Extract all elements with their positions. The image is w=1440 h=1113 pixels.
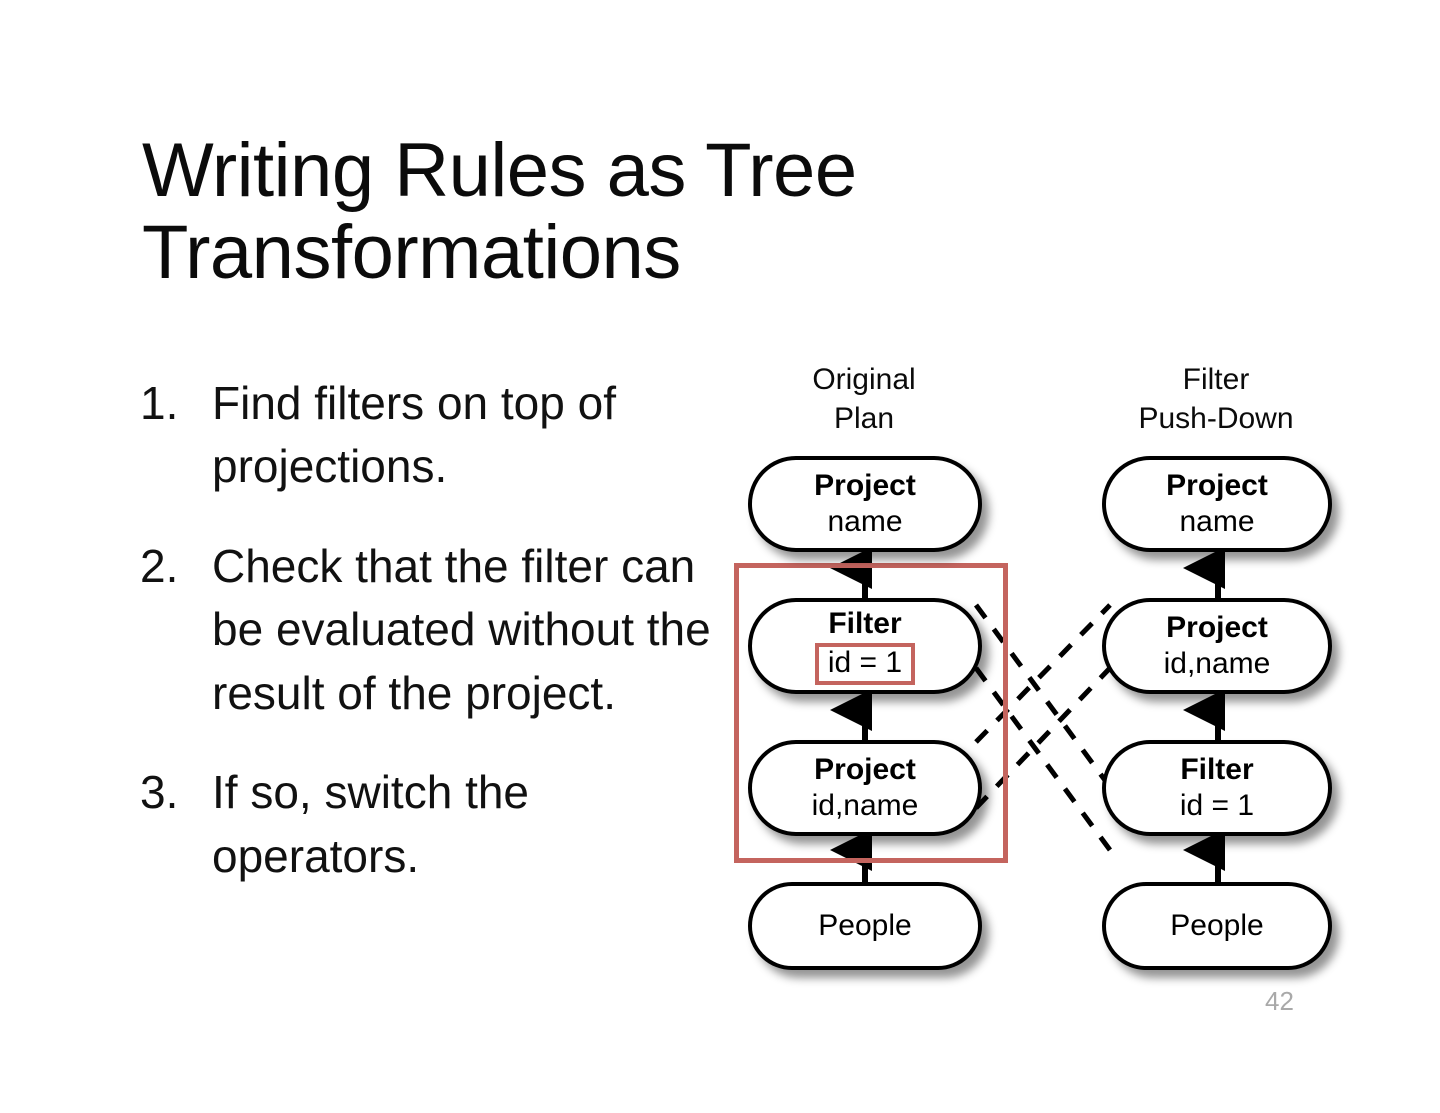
caption-line-1: Filter: [1182, 363, 1250, 396]
rule-mapping-edges: [973, 603, 1113, 852]
node-right-project-id-name[interactable]: Project id,name: [1102, 598, 1332, 694]
list-item: 2. Check that the filter can be evaluate…: [140, 535, 730, 725]
node-right-project-name[interactable]: Project name: [1102, 456, 1332, 552]
node-left-project-id-name[interactable]: Project id,name: [748, 740, 982, 836]
column-caption-original-plan: Original Plan: [744, 360, 984, 438]
caption-line-2: Push-Down: [1138, 402, 1294, 435]
node-title: Project: [1166, 611, 1268, 645]
node-left-filter[interactable]: Filter id = 1: [748, 598, 982, 694]
page-number: 42: [1265, 986, 1294, 1016]
list-item-text: Find filters on top of projections.: [212, 377, 616, 493]
node-subtitle: id,name: [811, 789, 919, 822]
node-title: Project: [1166, 469, 1268, 503]
node-title: Filter: [828, 606, 902, 640]
list-item-text: Check that the filter can be evaluated w…: [212, 539, 711, 719]
node-right-filter[interactable]: Filter id = 1: [1102, 740, 1332, 836]
node-subtitle-highlighted: id = 1: [814, 643, 916, 686]
caption-line-1: Original: [812, 363, 916, 396]
node-left-people[interactable]: People: [748, 882, 982, 970]
node-subtitle: id,name: [1163, 647, 1271, 680]
node-title: Project: [814, 753, 916, 787]
list-item-number: 2.: [140, 539, 179, 592]
caption-line-2: Plan: [833, 402, 895, 435]
node-title: People: [818, 909, 912, 943]
page-title: Writing Rules as Tree Transformations: [142, 128, 857, 296]
node-title: People: [1170, 909, 1264, 943]
list-item-number: 1.: [140, 377, 179, 429]
node-subtitle: id = 1: [1179, 789, 1255, 822]
node-right-people[interactable]: People: [1102, 882, 1332, 970]
node-title: Filter: [1180, 753, 1254, 787]
plan-transformation-diagram: Original Plan Filter Push-Down: [700, 350, 1400, 1030]
node-left-project-name[interactable]: Project name: [748, 456, 982, 552]
node-subtitle: name: [827, 505, 903, 538]
column-caption-filter-push-down: Filter Push-Down: [1096, 360, 1336, 438]
list-item-text: If so, switch the operators.: [212, 766, 530, 882]
list-item: 3. If so, switch the operators.: [140, 761, 730, 888]
list-item: 1. Find filters on top of projections.: [140, 372, 730, 499]
list-item-number: 3.: [140, 766, 179, 819]
node-title: Project: [814, 469, 916, 503]
node-subtitle: name: [1179, 505, 1255, 538]
steps-list: 1. Find filters on top of projections. 2…: [140, 372, 730, 924]
